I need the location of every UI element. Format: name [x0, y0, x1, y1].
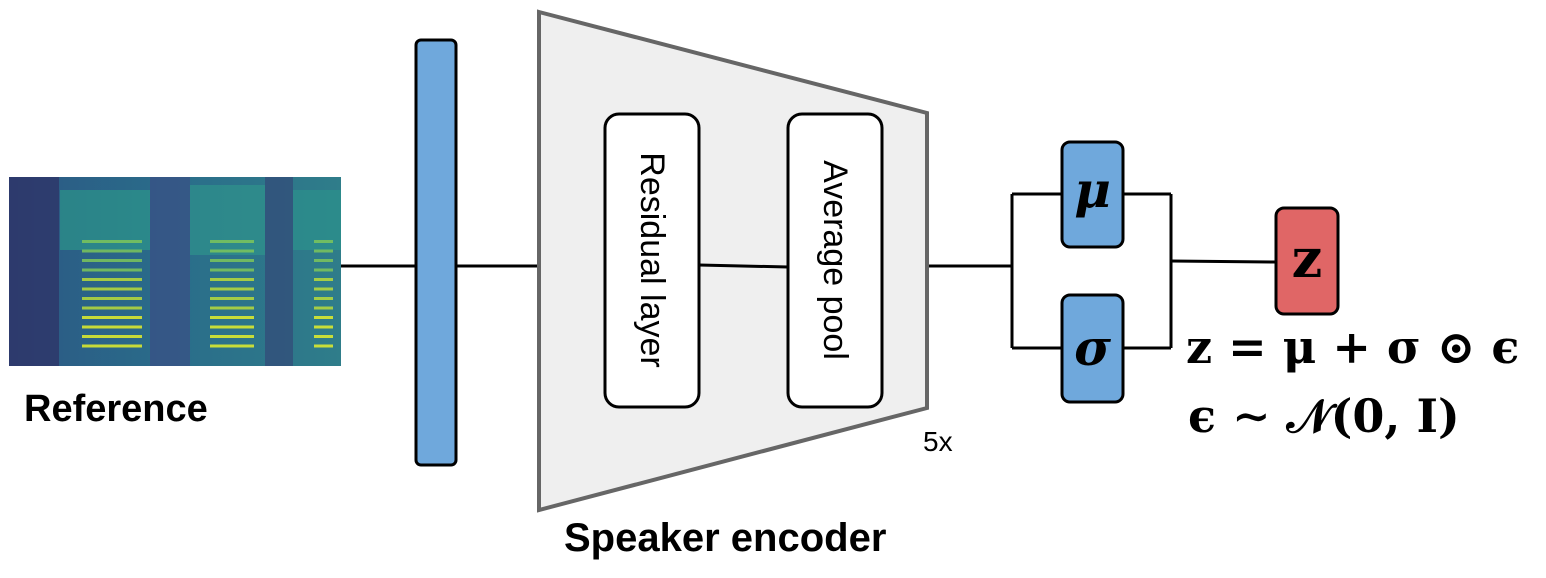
mu-block [1060, 140, 1125, 249]
spectrogram-harmonic-band [210, 287, 254, 291]
spectrogram-harmonic-band [210, 344, 254, 348]
spectrogram-harmonic-band [82, 268, 142, 272]
speaker-encoder-label: Speaker encoder [564, 516, 887, 560]
repeat-count-label: 5x [923, 426, 953, 457]
z-symbol: z [1291, 226, 1323, 290]
spectrogram-harmonic-band [82, 259, 142, 262]
residual-layer-label: Residual layer [633, 152, 671, 368]
average-pool-label: Average pool [816, 160, 854, 360]
spectrogram-harmonic-band [210, 249, 254, 253]
reparameterization-equation: z = μ + σ ⊙ ϵ [1186, 320, 1520, 374]
spectrogram-harmonic-band [314, 268, 333, 272]
sigma-symbol: σ [1074, 318, 1111, 377]
spectrogram-harmonic-band [210, 306, 254, 310]
spectrogram-harmonic-band [82, 325, 142, 329]
spectrogram-harmonic-band [82, 306, 142, 310]
spectrogram-harmonic-band [210, 297, 254, 300]
spectrogram-harmonic-band [210, 268, 254, 272]
spectrogram-harmonic-band [82, 278, 142, 281]
mu-symbol: μ [1074, 160, 1111, 219]
spectrogram-harmonic-band [314, 306, 333, 310]
spectrogram-harmonic-band [82, 249, 142, 253]
spectrogram-harmonic-band [314, 287, 333, 291]
reference-label: Reference [24, 388, 208, 430]
spectrogram-harmonic-band [314, 344, 333, 348]
spectrogram-harmonic-band [82, 287, 142, 291]
spectrogram-harmonic-band [314, 240, 333, 243]
spectrogram-harmonic-band [210, 278, 254, 281]
connector-merge-to-z [1170, 259, 1277, 264]
spectrogram-harmonic-band [82, 240, 142, 243]
spectrogram-harmonic-band [82, 344, 142, 348]
sigma-block [1060, 293, 1125, 404]
noise-distribution-equation: ϵ ∼ 𝒩(0, I) [1188, 389, 1460, 443]
spectrogram-harmonic-band [314, 249, 333, 253]
spectrogram-harmonic-band [82, 335, 142, 338]
spectrogram-harmonic-band [314, 335, 333, 338]
spectrogram-harmonic-band [210, 240, 254, 243]
spectrogram-harmonic-band [210, 325, 254, 329]
spectrogram-harmonic-band [82, 297, 142, 300]
spectrogram-harmonic-band [210, 335, 254, 338]
spectrogram-harmonic-band [210, 316, 254, 319]
spectrogram-harmonic-band [314, 325, 333, 329]
spectrogram-harmonic-band [314, 278, 333, 281]
average-pool-box [786, 112, 884, 409]
spectrogram-harmonic-band [210, 259, 254, 262]
residual-layer-box [603, 112, 701, 409]
spectrogram-harmonic-band [314, 316, 333, 319]
spectrogram-harmonic-band [314, 259, 333, 262]
reference-spectrogram [9, 177, 341, 366]
spectrogram-harmonic-band [314, 297, 333, 300]
spectrogram-harmonic-band [82, 316, 142, 319]
connector-residual-to-pool [698, 263, 789, 269]
z-block [1274, 206, 1340, 316]
projection-layer-bar [414, 38, 458, 467]
